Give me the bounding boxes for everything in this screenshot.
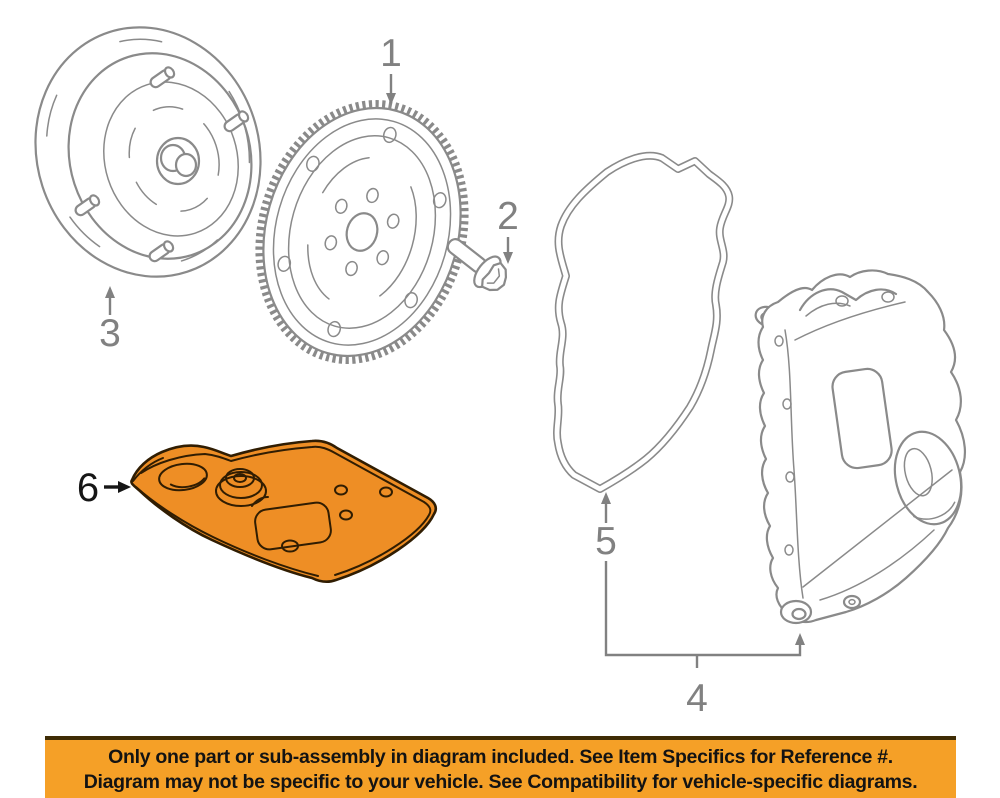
filter-drawing xyxy=(130,439,438,584)
flexplate-drawing xyxy=(255,100,469,364)
bolt-drawing xyxy=(446,238,508,292)
torque-converter-drawing xyxy=(34,26,262,278)
arrow-up-icon xyxy=(795,633,805,645)
callout-3-label: 3 xyxy=(99,312,121,355)
arrow-right-icon xyxy=(118,481,131,493)
disclaimer-banner: Only one part or sub-assembly in diagram… xyxy=(45,736,956,798)
callout-4-label: 4 xyxy=(686,677,708,720)
callout-5-label: 5 xyxy=(595,520,617,563)
disclaimer-line-1: Only one part or sub-assembly in diagram… xyxy=(108,746,893,768)
callout-6: 6 xyxy=(77,466,131,510)
callout-6-label: 6 xyxy=(77,466,99,510)
callout-2: 2 xyxy=(497,195,519,264)
callout-1: 1 xyxy=(380,32,402,105)
disclaimer-line-2: Diagram may not be specific to your vehi… xyxy=(83,771,918,793)
converter-studs xyxy=(74,66,250,263)
arrow-down-icon xyxy=(503,252,513,264)
callout-2-label: 2 xyxy=(497,195,519,238)
side-cover-drawing xyxy=(754,269,966,625)
callout-3: 3 xyxy=(99,286,121,355)
callout-4: 4 xyxy=(604,561,805,720)
arrow-up-icon xyxy=(601,492,611,504)
diagram-canvas: 1 2 3 5 4 6 xyxy=(34,26,966,720)
arrow-down-icon xyxy=(386,93,396,105)
gasket-drawing xyxy=(553,151,734,493)
callout-1-label: 1 xyxy=(380,32,402,75)
callout-5: 5 xyxy=(595,492,617,563)
arrow-up-icon xyxy=(105,286,115,298)
